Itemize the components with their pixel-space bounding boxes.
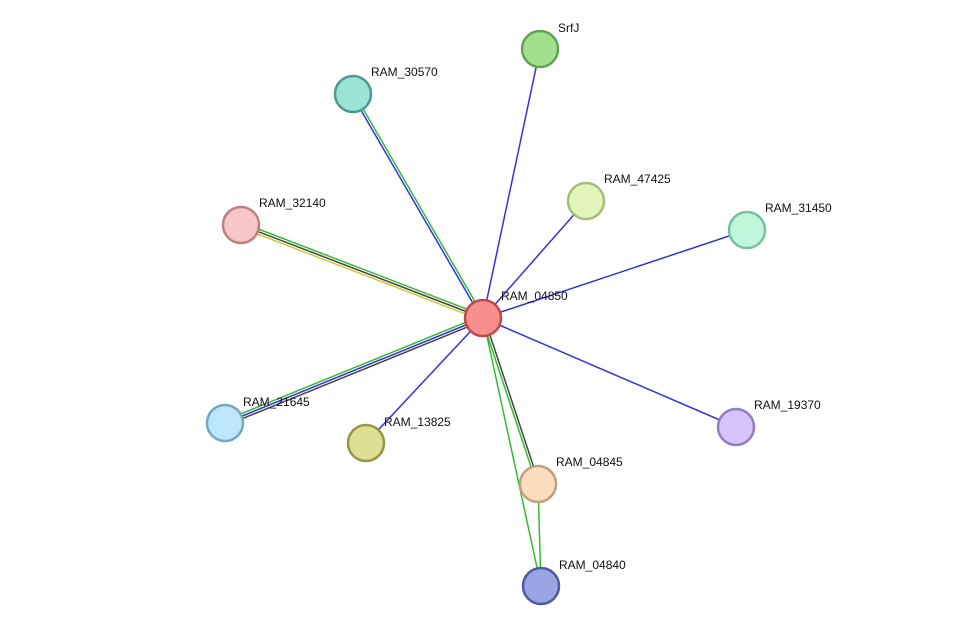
edge-evidence-line [239,226,483,322]
node-RAM_31450[interactable]: RAM_31450 [727,201,832,250]
edge-evidence-line [482,48,541,319]
edge-evidence-line [241,221,485,317]
node-circle[interactable] [716,407,756,447]
node-label: RAM_31450 [765,201,832,215]
node-RAM_13825[interactable]: RAM_13825 [346,415,451,463]
node-circle[interactable] [520,29,560,69]
node-label: RAM_04840 [559,558,626,572]
node-circle[interactable] [346,423,386,463]
node-label: RAM_47425 [604,172,671,186]
node-RAM_19370[interactable]: RAM_19370 [716,398,821,447]
node-circle[interactable] [205,403,245,443]
node-label: RAM_30570 [371,65,438,79]
node-circle[interactable] [333,74,373,114]
node-RAM_04840[interactable]: RAM_04840 [521,558,626,606]
node-label: RAM_19370 [754,398,821,412]
edge-evidence-line [482,200,587,319]
edge-RAM_04850-RAM_30570[interactable] [351,92,485,320]
node-RAM_04850[interactable]: RAM_04850 [463,289,568,338]
edge-evidence-line [482,317,542,587]
nodes-layer: RAM_04850 SrfJ RAM_30570RAM_47425RAM_31450… [205,21,832,606]
edge-evidence-line [225,319,485,427]
node-circle[interactable] [566,181,606,221]
edge-RAM_04850-RAM_19370[interactable] [482,317,737,428]
node-label: SrfJ [558,21,579,35]
node-circle[interactable] [463,298,503,338]
node-circle[interactable] [518,464,558,504]
node-RAM_47425[interactable]: RAM_47425 [566,172,671,221]
edge-evidence-line [224,317,484,424]
node-SrfJ[interactable]: SrfJ [520,21,579,69]
edge-RAM_04850-RAM_21645[interactable] [223,314,485,427]
node-RAM_04845[interactable]: RAM_04845 [518,455,623,504]
node-RAM_32140[interactable]: RAM_32140 [221,196,326,245]
edge-evidence-line [483,317,540,484]
edge-evidence-line [351,94,483,320]
edge-evidence-line [353,92,485,318]
edge-evidence-line [240,224,484,319]
edge-evidence-line [482,229,748,319]
node-label: RAM_32140 [259,196,326,210]
edge-evidence-line [481,318,538,485]
node-RAM_21645[interactable]: RAM_21645 [205,395,310,443]
edge-RAM_04850-SrfJ[interactable] [482,48,541,319]
node-label: RAM_21645 [243,395,310,409]
edge-RAM_04850-RAM_04845[interactable] [481,317,540,485]
node-label: RAM_13825 [384,415,451,429]
node-label: RAM_04850 [501,289,568,303]
edge-RAM_04850-RAM_04840[interactable] [482,317,542,587]
edge-RAM_04850-RAM_31450[interactable] [482,229,748,319]
edge-RAM_04850-RAM_47425[interactable] [482,200,587,319]
edge-evidence-line [223,314,483,422]
edge-evidence-line [482,317,737,428]
edge-evidence-line [365,317,484,444]
edges-layer [223,48,748,587]
node-circle[interactable] [221,205,261,245]
edge-RAM_04850-RAM_13825[interactable] [365,317,484,444]
edge-RAM_04850-RAM_32140[interactable] [239,221,485,322]
node-label: RAM_04845 [556,455,623,469]
node-RAM_30570[interactable]: RAM_30570 [333,65,438,114]
node-circle[interactable] [521,566,561,606]
node-circle[interactable] [727,210,767,250]
